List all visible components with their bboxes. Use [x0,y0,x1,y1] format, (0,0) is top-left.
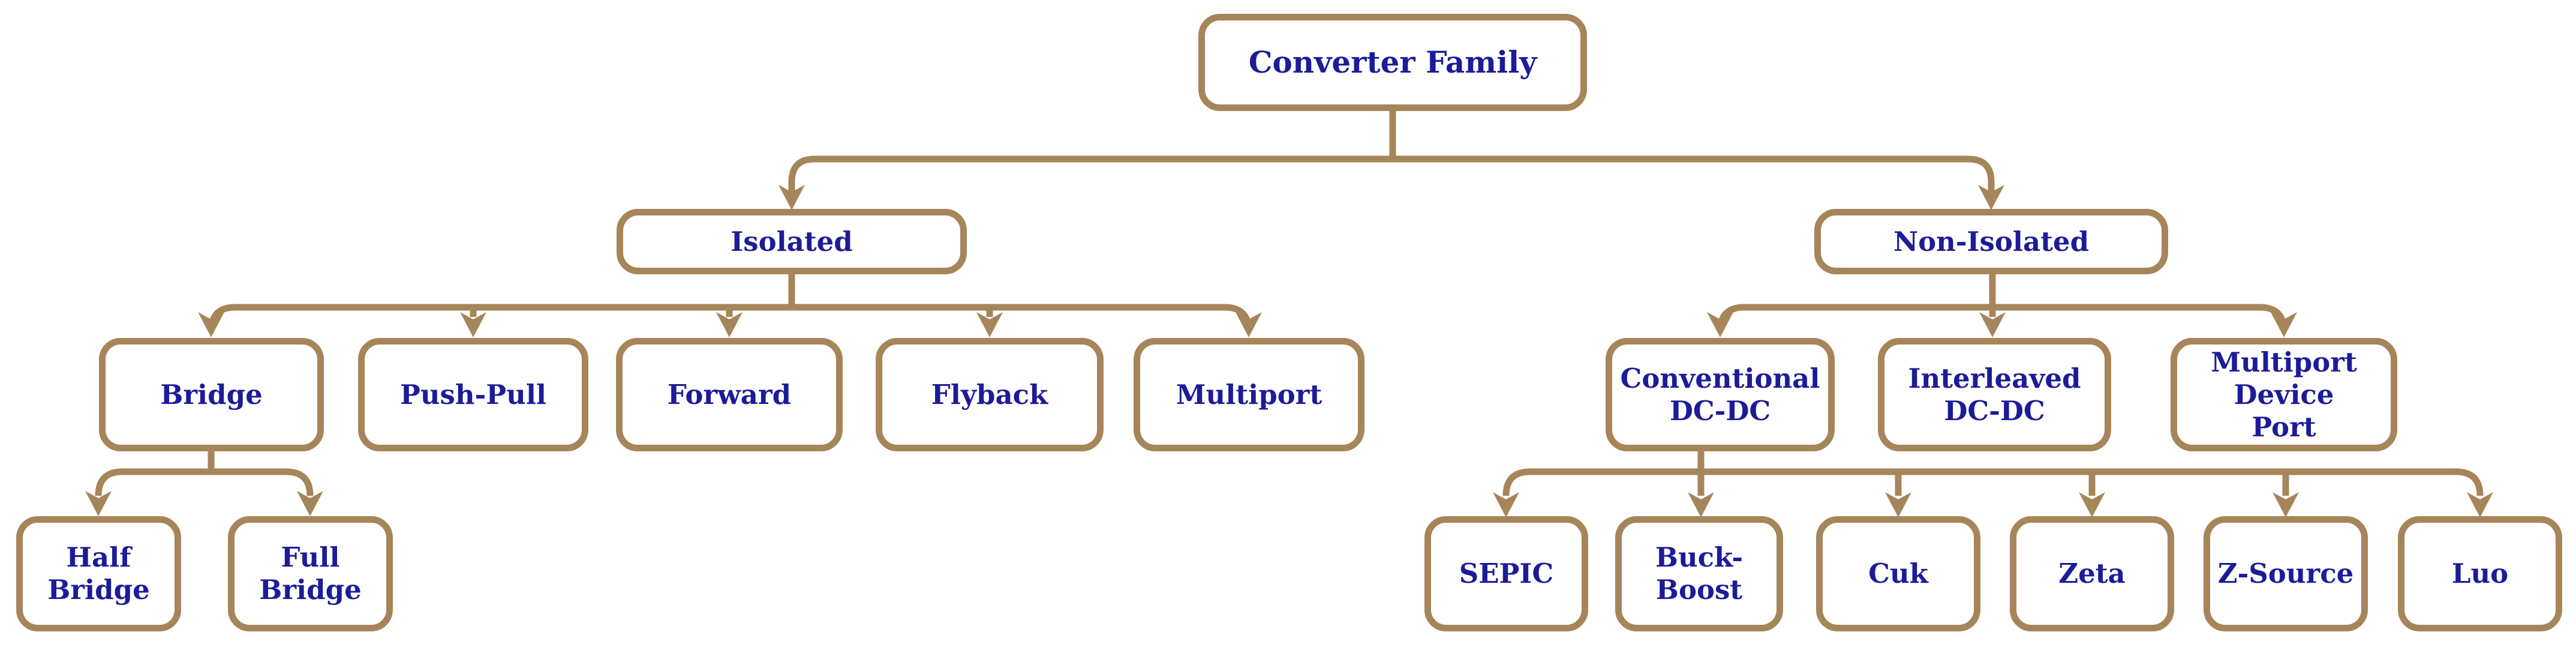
node-multiport-device-port: Multiport Device Port [2171,338,2397,451]
node-push-pull: Push-Pull [358,338,588,451]
node-label: Half Bridge [47,541,150,606]
arrowhead-multiport-device-port [2271,312,2297,337]
node-forward: Forward [616,338,843,451]
node-label: Full Bridge [259,541,362,606]
arrowhead-push-pull [460,312,486,337]
node-luo: Luo [2398,516,2562,631]
node-label: Z-Source [2217,558,2354,589]
arrowhead-luo [2467,492,2493,517]
node-label: Conventional DC-DC [1620,362,1820,427]
arrowhead-interleaved-dcdc [1979,312,2006,337]
node-label: Multiport [1176,378,1322,411]
node-non-isolated: Non-Isolated [1814,209,2168,274]
node-label: Push-Pull [399,378,547,411]
node-label: Non-Isolated [1893,225,2090,257]
node-label: Converter Family [1248,44,1537,80]
arrowhead-flyback [976,312,1003,337]
edge-bridge-bus [95,468,314,496]
arrowhead-multiport [1236,312,1262,337]
arrowhead-half-bridge [85,491,112,516]
node-sepic: SEPIC [1424,516,1588,631]
node-isolated: Isolated [617,209,967,274]
node-label: Bridge [160,378,263,411]
node-interleaved-dcdc: Interleaved DC-DC [1878,338,2111,451]
node-label: SEPIC [1459,558,1554,589]
edge-level1-bus [788,155,1995,199]
node-label: Flyback [931,378,1048,411]
node-label: Cuk [1868,558,1928,589]
node-buck-boost: Buck- Boost [1615,516,1783,631]
node-half-bridge: Half Bridge [16,516,181,631]
arrowhead-buck-boost [1688,492,1714,517]
edge-bottom-bus [1502,468,2484,496]
arrowhead-non-isolated [1978,185,2004,210]
arrowhead-z-source [2273,492,2299,517]
edge-non-isolated-bus [1717,304,2288,332]
node-converter-family: Converter Family [1198,14,1587,111]
node-label: Forward [667,378,792,411]
node-label: Isolated [731,225,853,257]
arrowhead-isolated [778,185,805,210]
arrowhead-zeta [2079,492,2105,517]
node-label: Luo [2451,558,2509,589]
node-flyback: Flyback [876,338,1104,451]
node-z-source: Z-Source [2204,516,2368,631]
node-zeta: Zeta [2010,516,2174,631]
node-multiport: Multiport [1134,338,1364,451]
node-label: Interleaved DC-DC [1908,362,2081,427]
arrowhead-sepic [1493,492,1519,517]
arrowhead-forward [716,312,743,337]
node-cuk: Cuk [1816,516,1980,631]
node-label: Buck- Boost [1655,541,1744,606]
arrowhead-bridge [198,312,224,337]
arrowhead-cuk [1885,492,1911,517]
node-conventional-dcdc: Conventional DC-DC [1606,338,1835,451]
node-label: Multiport Device Port [2211,346,2357,443]
arrowhead-full-bridge [297,491,323,516]
node-bridge: Bridge [99,338,324,451]
arrowhead-conventional-dcdc [1707,312,1733,337]
node-full-bridge: Full Bridge [228,516,393,631]
node-label: Zeta [2058,558,2126,589]
